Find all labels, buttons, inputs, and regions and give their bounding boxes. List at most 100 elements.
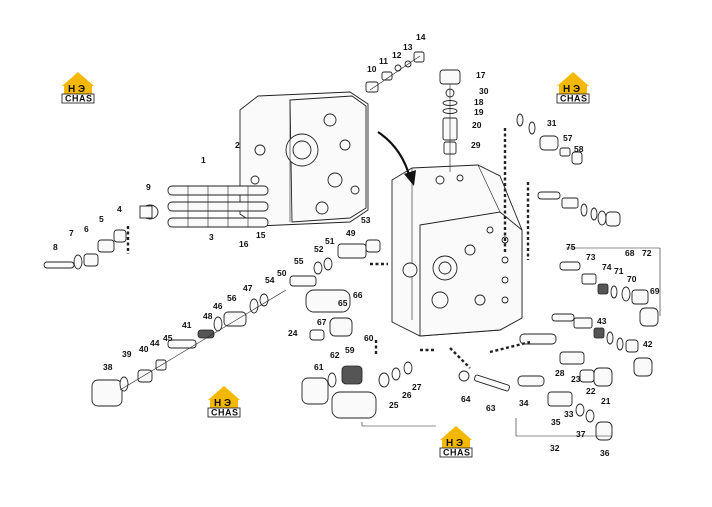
left-long-parts: [91, 289, 287, 407]
part-number-24: 24: [288, 328, 298, 338]
part-number-65: 65: [338, 298, 348, 308]
part-number-45: 45: [163, 333, 173, 343]
part-number-67: 67: [317, 317, 327, 327]
svg-text:H: H: [68, 84, 75, 95]
part-number-37: 37: [576, 429, 586, 439]
right-middle-parts: [526, 182, 621, 260]
part-number-19: 19: [474, 107, 484, 117]
spool-group: [167, 185, 269, 228]
part-number-13: 13: [403, 42, 413, 52]
part-number-11: 11: [379, 56, 388, 66]
brand-logo-bottom-left: H Э CHAS: [207, 386, 241, 418]
part-labels: 1234567891011121314151617181920212223242…: [53, 32, 660, 458]
group-32: [515, 375, 613, 441]
part-number-18: 18: [474, 97, 484, 107]
svg-text:Э: Э: [78, 84, 85, 95]
part-number-9: 9: [146, 182, 151, 192]
part-number-2: 2: [235, 140, 240, 150]
svg-text:Э: Э: [224, 398, 231, 409]
part-number-54: 54: [265, 275, 275, 285]
part-number-12: 12: [392, 50, 402, 60]
part-number-25: 25: [389, 400, 399, 410]
part-number-30: 30: [479, 86, 489, 96]
svg-text:H: H: [446, 438, 453, 449]
part-number-72: 72: [642, 248, 652, 258]
part-number-10: 10: [367, 64, 377, 74]
part-number-35: 35: [551, 417, 561, 427]
lower-right-parts: [489, 313, 653, 387]
part-number-20: 20: [472, 120, 482, 130]
svg-text:Э: Э: [456, 438, 463, 449]
part-number-69: 69: [650, 286, 660, 296]
part-number-63: 63: [486, 403, 496, 413]
center-parts: [289, 239, 388, 341]
part-number-75: 75: [566, 242, 576, 252]
part-number-47: 47: [243, 283, 253, 293]
part-number-5: 5: [99, 214, 104, 224]
valve-body-upper: [239, 91, 369, 227]
part-number-42: 42: [643, 339, 653, 349]
part-number-16: 16: [239, 239, 249, 249]
part-number-26: 26: [402, 390, 412, 400]
part-number-6: 6: [84, 224, 89, 234]
logo-text: CHAS: [211, 408, 239, 418]
svg-text:Э: Э: [573, 84, 580, 95]
plug-stack: [439, 69, 461, 172]
part-number-62: 62: [330, 350, 340, 360]
logo-text: CHAS: [443, 448, 471, 458]
part-number-28: 28: [555, 368, 565, 378]
part-number-8: 8: [53, 242, 58, 252]
assembly-arrow: [377, 131, 416, 186]
brand-logo-top-right: H Э CHAS: [556, 72, 590, 104]
svg-text:H: H: [214, 398, 221, 409]
part-number-32: 32: [550, 443, 560, 453]
part-number-17: 17: [476, 70, 486, 80]
part-number-58: 58: [574, 144, 584, 154]
top-parts: [365, 51, 425, 93]
part-number-36: 36: [600, 448, 610, 458]
part-number-21: 21: [601, 396, 611, 406]
part-number-55: 55: [294, 256, 304, 266]
part-number-31: 31: [547, 118, 557, 128]
part-number-27: 27: [412, 382, 422, 392]
part-number-59: 59: [345, 345, 355, 355]
part-number-73: 73: [586, 252, 596, 262]
part-number-52: 52: [314, 244, 324, 254]
valve-body-main: [391, 164, 523, 337]
brand-logo-bottom-center: H Э CHAS: [439, 426, 473, 458]
part-number-22: 22: [586, 386, 596, 396]
part-number-1: 1: [201, 155, 206, 165]
part-number-40: 40: [139, 344, 149, 354]
part-number-39: 39: [122, 349, 132, 359]
part-number-66: 66: [353, 290, 363, 300]
logo-text: CHAS: [65, 94, 93, 104]
top-right-parts: [503, 113, 583, 252]
part-number-23: 23: [571, 374, 581, 384]
part-number-74: 74: [602, 262, 612, 272]
svg-text:H: H: [563, 84, 570, 95]
part-number-3: 3: [209, 232, 214, 242]
part-number-61: 61: [314, 362, 324, 372]
part-number-44: 44: [150, 338, 160, 348]
part-number-57: 57: [563, 133, 573, 143]
logo-text: CHAS: [560, 94, 588, 104]
part-number-38: 38: [103, 362, 113, 372]
part-number-56: 56: [227, 293, 237, 303]
part-number-7: 7: [69, 228, 74, 238]
part-number-4: 4: [117, 204, 122, 214]
part-number-14: 14: [416, 32, 426, 42]
lower-center-parts: [301, 340, 436, 427]
part-number-43: 43: [597, 316, 607, 326]
part-number-71: 71: [614, 266, 624, 276]
left-parts: [43, 204, 159, 270]
part-number-29: 29: [471, 140, 481, 150]
part-number-68: 68: [625, 248, 635, 258]
brand-logo-top-left: H Э CHAS: [61, 72, 95, 104]
part-number-34: 34: [519, 398, 529, 408]
part-number-50: 50: [277, 268, 287, 278]
part-number-33: 33: [564, 409, 574, 419]
part-number-46: 46: [213, 301, 223, 311]
part-number-49: 49: [346, 228, 356, 238]
part-number-53: 53: [361, 215, 371, 225]
